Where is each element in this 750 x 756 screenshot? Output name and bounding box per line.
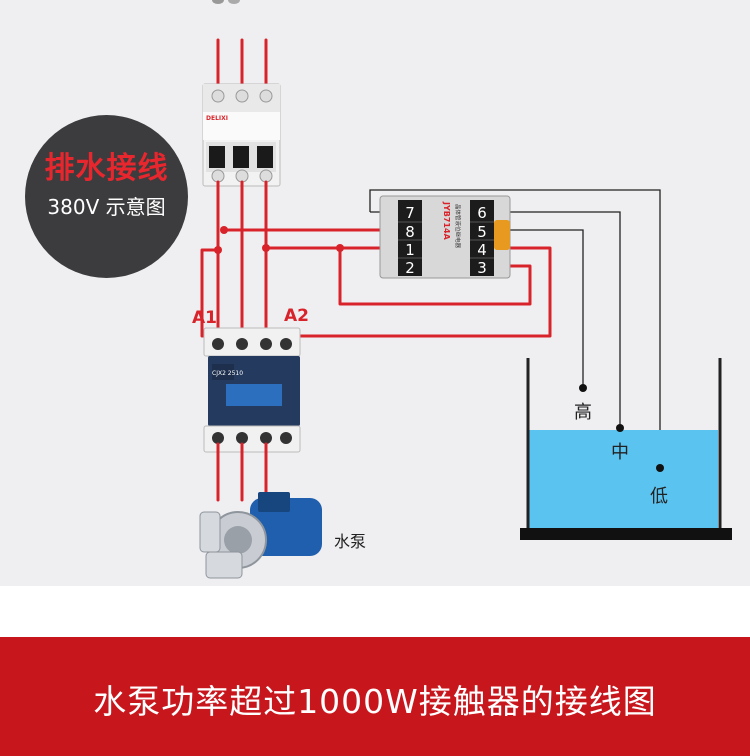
circuit-breaker [202,83,281,187]
contactor-model: CJX2 2510 [212,370,243,377]
relay-terminal-4: 4 [477,241,487,259]
level-low-label: 低 [650,486,668,507]
relay-terminal-3: 3 [477,259,487,277]
badge-title: 排水接线 [44,151,169,186]
level-probes [579,384,664,472]
relay-terminal-1: 1 [405,241,415,259]
relay-terminal-8: 8 [405,223,415,241]
water-pump [199,492,322,579]
breaker-to-contactor-wires [216,180,268,347]
wiring-diagram: DELIXI [0,0,750,586]
diagram-canvas: DELIXI [199,0,732,579]
diagram-badge: 排水接线 380V 示意图 [25,115,188,278]
relay-terminal-5: 5 [477,223,487,241]
level-high-label: 高 [574,402,592,423]
level-mid-label: 中 [611,442,629,463]
a2-label: A2 [284,306,309,326]
caption-banner: 水泵功率超过1000W接触器的接线图 [0,637,750,756]
a1-label: A1 [192,308,217,328]
relay-terminal-7: 7 [405,204,415,222]
contactor-to-pump-wires [216,442,268,502]
upstream-component-top [212,0,240,4]
relay-terminal-6: 6 [477,204,487,222]
badge-subtitle: 380V 示意图 [47,195,166,219]
breaker-brand: DELIXI [206,115,228,122]
level-relay-module: 7 8 1 2 6 5 4 3 [379,195,511,279]
relay-terminal-2: 2 [405,259,415,277]
pump-label: 水泵 [334,532,367,551]
relay-model: JYB714A [442,201,451,241]
contactor [203,327,301,453]
water-tank [520,358,732,540]
relay-frame-wires [369,189,661,470]
caption-title: 水泵功率超过1000W接触器的接线图 [93,682,657,721]
relay-subtitle: 晶体管液位继电器 [454,204,462,249]
